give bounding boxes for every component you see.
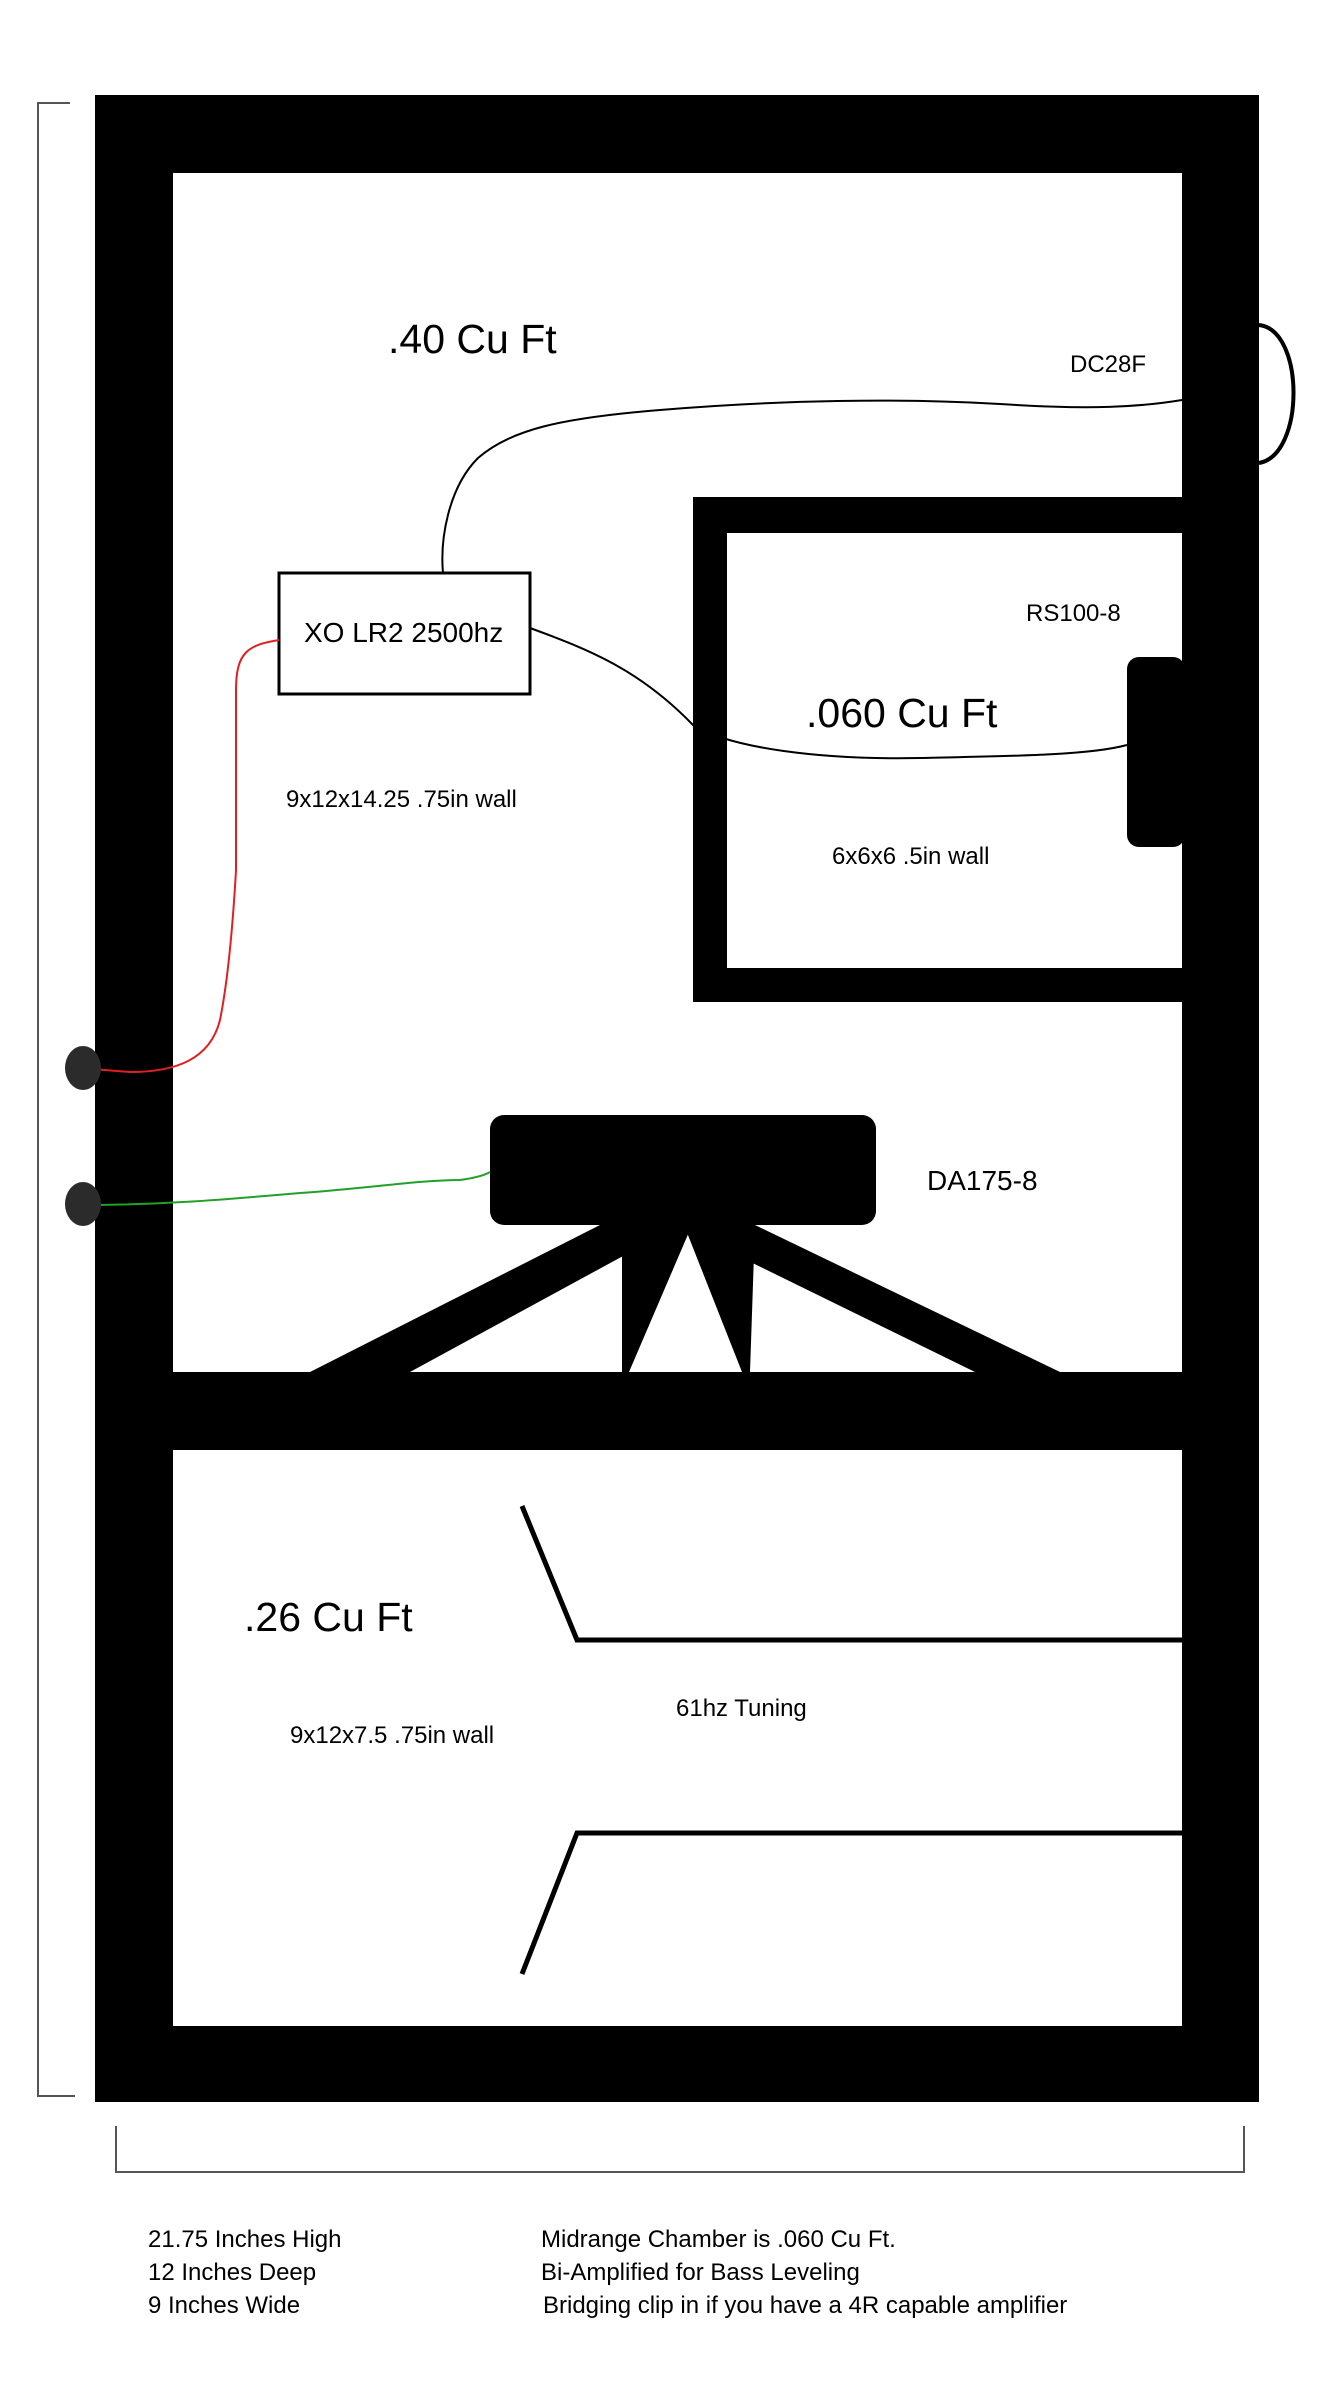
- midrange-chamber-volume: .060 Cu Ft: [806, 690, 998, 736]
- note-height: 21.75 Inches High: [148, 2226, 341, 2253]
- lower-chamber-dimensions: 9x12x7.5 .75in wall: [290, 1722, 494, 1749]
- tweeter-wire: [441, 399, 1183, 574]
- positive-terminal[interactable]: [65, 1046, 101, 1090]
- note-width: 9 Inches Wide: [148, 2292, 300, 2319]
- port-tuning-label: 61hz Tuning: [676, 1695, 807, 1722]
- upper-chamber-volume: .40 Cu Ft: [388, 316, 557, 362]
- note-bridging-clip: Bridging clip in if you have a 4R capabl…: [543, 2292, 1067, 2319]
- note-bi-amplified: Bi-Amplified for Bass Leveling: [541, 2259, 860, 2286]
- midrange-model: RS100-8: [1026, 600, 1121, 627]
- crossover-label: XO LR2 2500hz: [304, 617, 503, 648]
- upper-chamber-dimensions: 9x12x14.25 .75in wall: [286, 786, 517, 813]
- lower-chamber-volume: .26 Cu Ft: [244, 1594, 413, 1640]
- tweeter-dome-icon: [1258, 323, 1296, 465]
- positive-input-wire: [79, 639, 280, 1074]
- negative-terminal[interactable]: [65, 1182, 101, 1226]
- dimension-notes: 21.75 Inches High 12 Inches Deep 9 Inche…: [148, 2226, 341, 2319]
- woofer-driver-icon: [310, 1115, 1060, 1372]
- note-midrange-volume: Midrange Chamber is .060 Cu Ft.: [541, 2226, 896, 2253]
- cabinet-outer-wall: [95, 95, 1259, 2102]
- height-dimension-bracket: [37, 102, 75, 2097]
- note-depth: 12 Inches Deep: [148, 2259, 316, 2286]
- midrange-wire: [529, 627, 1128, 760]
- crossover-box: [277, 571, 532, 696]
- width-dimension-bracket: [115, 2126, 1245, 2173]
- bass-port: [519, 1480, 1259, 1990]
- tweeter-model: DC28F: [1070, 351, 1146, 378]
- woofer-model: DA175-8: [927, 1165, 1038, 1196]
- design-notes: Midrange Chamber is .060 Cu Ft. Bi-Ampli…: [541, 2226, 1067, 2319]
- midrange-driver-icon: [1127, 533, 1259, 968]
- negative-input-wire: [79, 1171, 491, 1206]
- midrange-chamber-dimensions: 6x6x6 .5in wall: [832, 843, 989, 870]
